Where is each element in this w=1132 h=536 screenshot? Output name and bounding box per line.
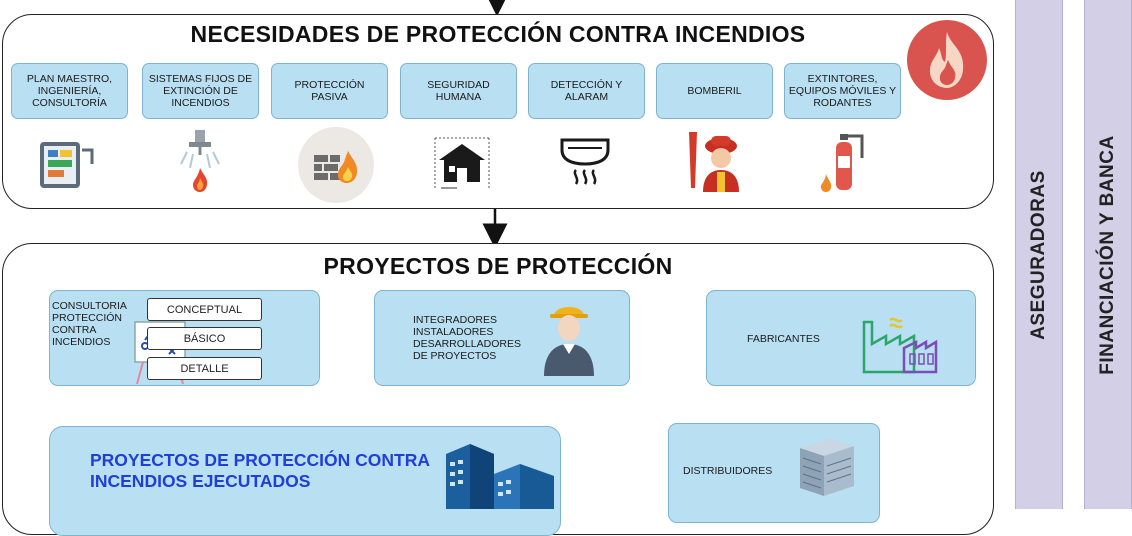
warehouse-icon [794,430,860,500]
integrators-label: INTEGRADORES INSTALADORES DESARROLLADORE… [413,314,521,362]
factory-icon [860,308,938,376]
sprinkler-icon [165,128,235,198]
manufacturers-label: FABRICANTES [747,333,820,345]
fire-extinguisher-icon [810,128,880,198]
distributors-label: DISTRIBUIDORES [683,465,773,477]
need-proteccion-pasiva: PROTECCIÓN PASIVA [271,63,388,119]
need-plan-maestro: PLAN MAESTRO, INGENIERÍA, CONSULTORÍA [11,63,128,119]
needs-title: NECESIDADES DE PROTECCIÓN CONTRA INCENDI… [190,21,806,47]
consulting-label: CONSULTORIA PROTECCIÓN CONTRA INCENDIOS [52,300,127,348]
need-bomberil: BOMBERIL [656,63,773,119]
need-deteccion-alarma: DETECCIÓN Y ALARAM [528,63,645,119]
fire-badge-icon [907,20,987,100]
engineering-plan-icon [30,128,100,198]
house-plan-icon [427,128,497,198]
worker-icon [538,298,600,376]
manufacturers-box [706,290,976,386]
firefighter-icon [683,128,753,198]
need-seguridad-humana: SEGURIDAD HUMANA [400,63,517,119]
buildings-icon [436,434,558,509]
executed-projects-label: PROYECTOS DE PROTECCIÓN CONTRA INCENDIOS… [90,450,430,491]
smoke-detector-icon [550,128,620,198]
insurers-column: ASEGURADORAS [1015,0,1063,509]
projects-title: PROYECTOS DE PROTECCIÓN [323,253,673,279]
level-detalle: DETALLE [147,357,262,380]
level-conceptual: CONCEPTUAL [147,298,262,321]
fire-wall-icon [298,127,374,203]
level-basico: BÁSICO [147,327,262,350]
need-sistemas-fijos: SISTEMAS FIJOS DE EXTINCIÓN DE INCENDIOS [142,63,259,119]
need-extintores: EXTINTORES, EQUIPOS MÓVILES Y RODANTES [784,63,901,119]
finance-column: FINANCIACIÓN Y BANCA [1084,0,1132,509]
